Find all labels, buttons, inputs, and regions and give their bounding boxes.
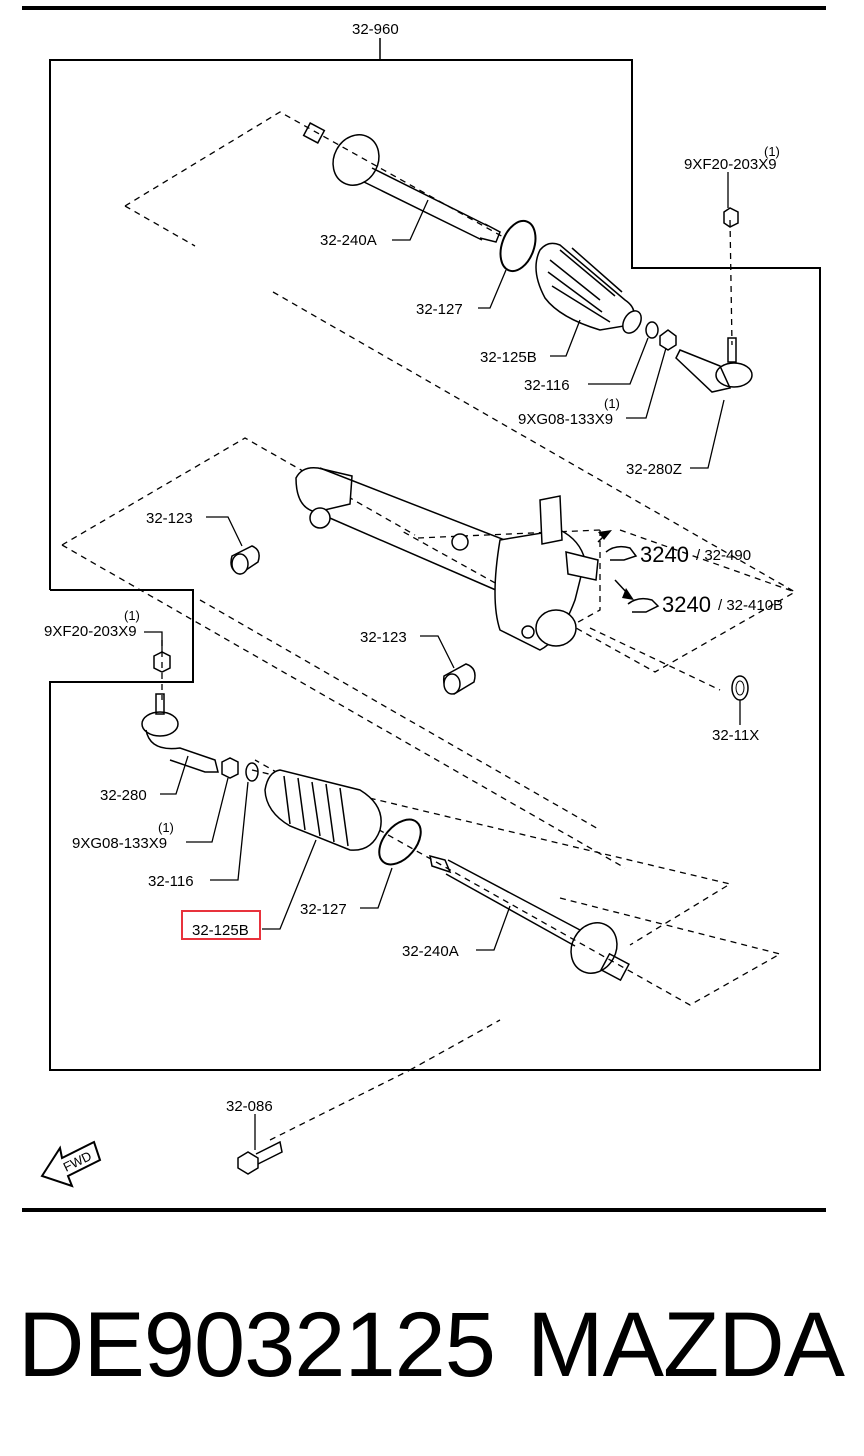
boot-bottom (264, 769, 382, 851)
clamp-left-label: 32-127 (300, 901, 347, 918)
leader-lines (144, 172, 741, 1150)
inner-rod-bottom (429, 854, 630, 982)
nut-top-label: 9XF20-203X9 (684, 156, 777, 173)
ref-arrow-head-b (622, 588, 634, 600)
ref-arrow-head-a (598, 530, 612, 540)
bolt-label: 32-086 (226, 1098, 273, 1115)
nut-top (723, 207, 739, 228)
clamp-top (499, 219, 537, 273)
part-number: DE9032125 (18, 1294, 496, 1396)
nut-top-qty: (1) (764, 144, 780, 159)
tie-end-top (675, 337, 753, 393)
highlight-box (181, 910, 261, 940)
locknut-top (659, 329, 677, 351)
tie-end-top-label: 32-280Z (626, 461, 682, 478)
locknut-left-qty: (1) (158, 820, 174, 835)
bushing-top (230, 545, 260, 575)
locknut-left-label: 9XG08-133X9 (72, 835, 167, 852)
brand-name: MAZDA (527, 1294, 845, 1396)
band-left (245, 762, 259, 782)
footer: DE9032125 MAZDA (0, 1290, 864, 1400)
tie-end-left-label: 32-280 (100, 787, 147, 804)
boot-highlight-label: 32-125B (192, 922, 249, 939)
rack-housing (295, 466, 599, 651)
nut-left-qty: (1) (124, 608, 140, 623)
boot-top-label: 32-125B (480, 349, 537, 366)
locknut-left (221, 757, 239, 779)
steering-rack-diagram: FWD 32-960 (1) 9XF20-203X9 32-240A 32-12 (22, 6, 826, 1212)
inner-rod-bottom-label: 32-240A (402, 943, 459, 960)
clamp-top-label: 32-127 (416, 301, 463, 318)
ref-3240-b: 3240 (662, 592, 711, 617)
nut-left-label: 9XF20-203X9 (44, 623, 137, 640)
ref-410b: / 32-410B (718, 597, 783, 614)
ref-3240-a: 3240 (640, 542, 689, 567)
ref-490: / 32-490 (696, 547, 751, 564)
inner-rod-top-label: 32-240A (320, 232, 377, 249)
fwd-arrow-icon: FWD (40, 1140, 102, 1188)
assembly-label: 32-960 (352, 21, 399, 38)
boot-top (535, 242, 642, 334)
inner-rod-top (302, 122, 501, 243)
assembly-outline (49, 59, 821, 1071)
bolt (237, 1140, 283, 1175)
locknut-top-label: 9XG08-133X9 (518, 411, 613, 428)
tie-end-left (141, 693, 219, 773)
dashed-groups (61, 111, 797, 1141)
band-left-label: 32-116 (148, 873, 194, 890)
band-top (645, 321, 659, 339)
bushing-mid (442, 663, 476, 695)
bushing-mid-label: 32-123 (360, 629, 407, 646)
seal-11x (731, 675, 749, 701)
clamp-bottom (378, 818, 422, 866)
bushing-top-label: 32-123 (146, 510, 193, 527)
locknut-top-qty: (1) (604, 396, 620, 411)
seal-11x-label: 32-11X (712, 727, 759, 744)
band-top-label: 32-116 (524, 377, 570, 394)
